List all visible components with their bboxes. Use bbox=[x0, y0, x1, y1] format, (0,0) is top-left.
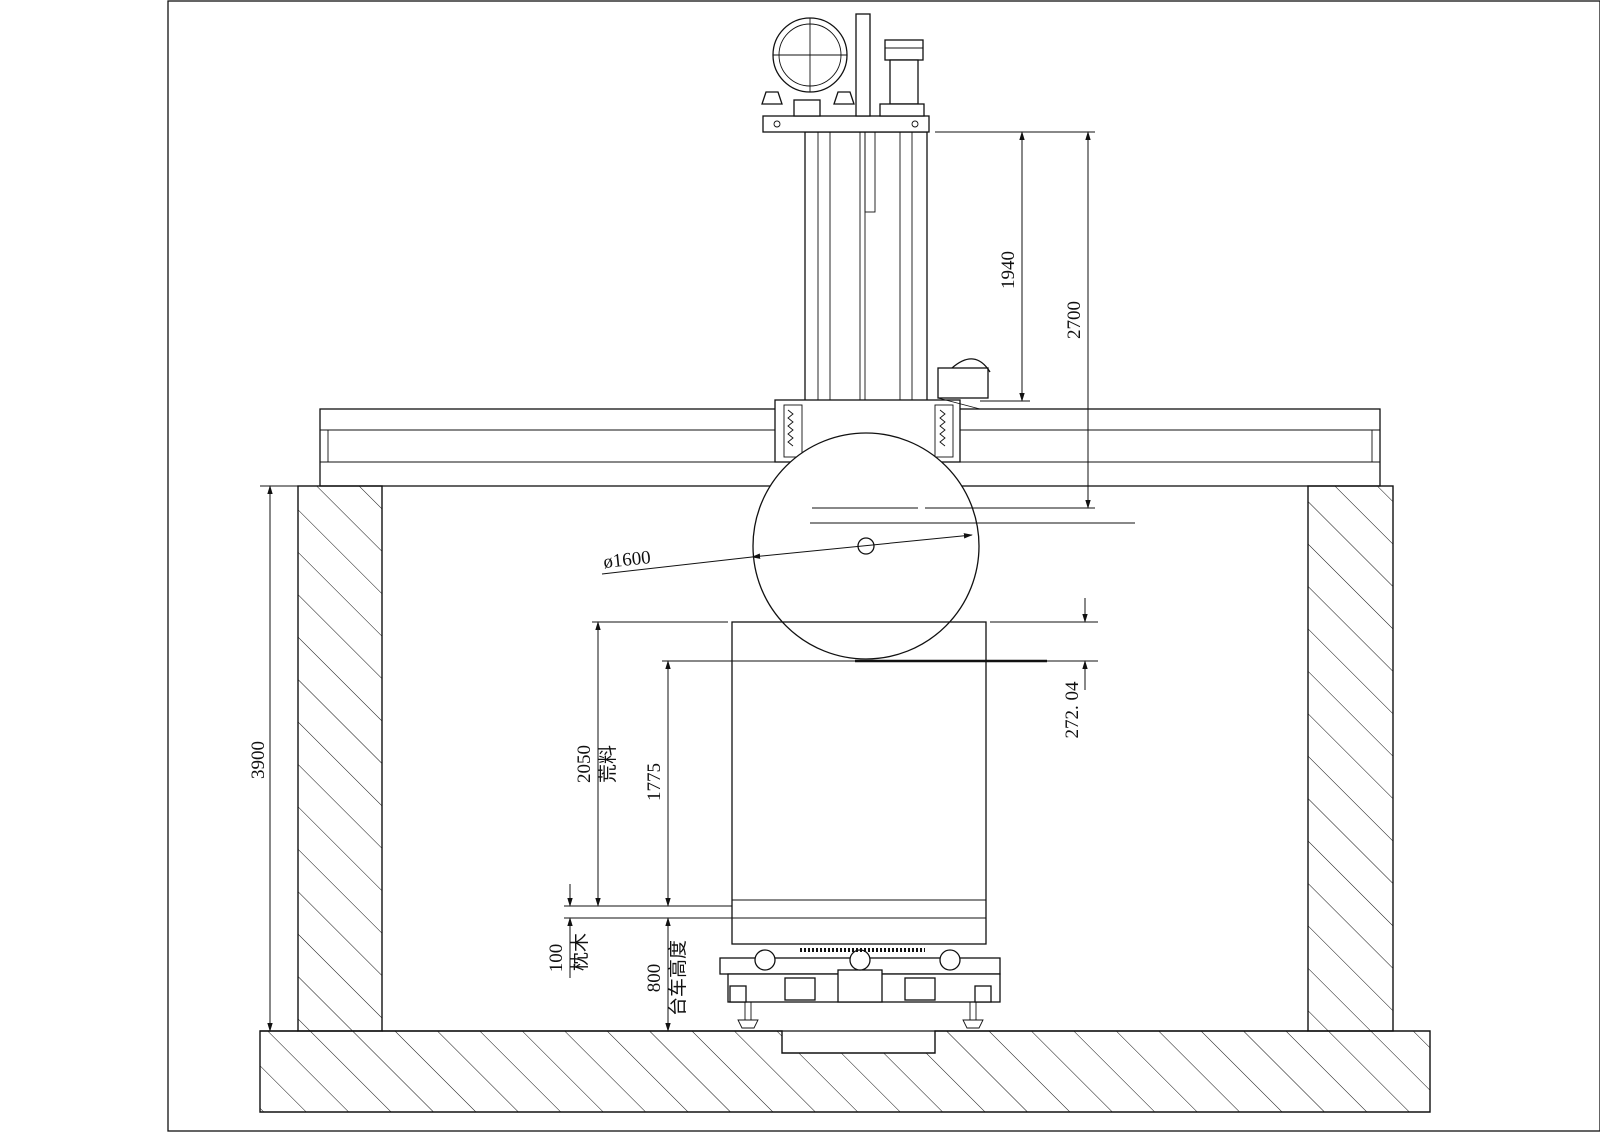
dim-100-note: 枕木 bbox=[569, 933, 591, 971]
dim-272: 272. 04 bbox=[1062, 681, 1083, 739]
drawing-frame bbox=[167, 0, 1600, 1132]
dimension-lines bbox=[260, 131, 1135, 1032]
dim-1940: 1940 bbox=[998, 251, 1019, 289]
dim-diameter: ø1600 bbox=[602, 547, 651, 573]
foundation-pit bbox=[259, 485, 1431, 1113]
top-assembly bbox=[761, 13, 930, 133]
dim-2050-note: 荒料 bbox=[597, 745, 619, 783]
dim-800-note: 台车高度 bbox=[667, 940, 689, 1016]
dim-2050: 2050 bbox=[574, 745, 595, 783]
dim-2700: 2700 bbox=[1064, 301, 1085, 339]
dim-800: 800 bbox=[644, 964, 665, 993]
stone-block bbox=[731, 621, 1047, 945]
dim-1775: 1775 bbox=[644, 763, 665, 801]
lift-column bbox=[774, 131, 961, 463]
side-motor bbox=[937, 358, 991, 410]
trolley bbox=[719, 948, 1001, 1029]
dim-3900: 3900 bbox=[248, 741, 269, 779]
dim-100: 100 bbox=[546, 944, 567, 973]
